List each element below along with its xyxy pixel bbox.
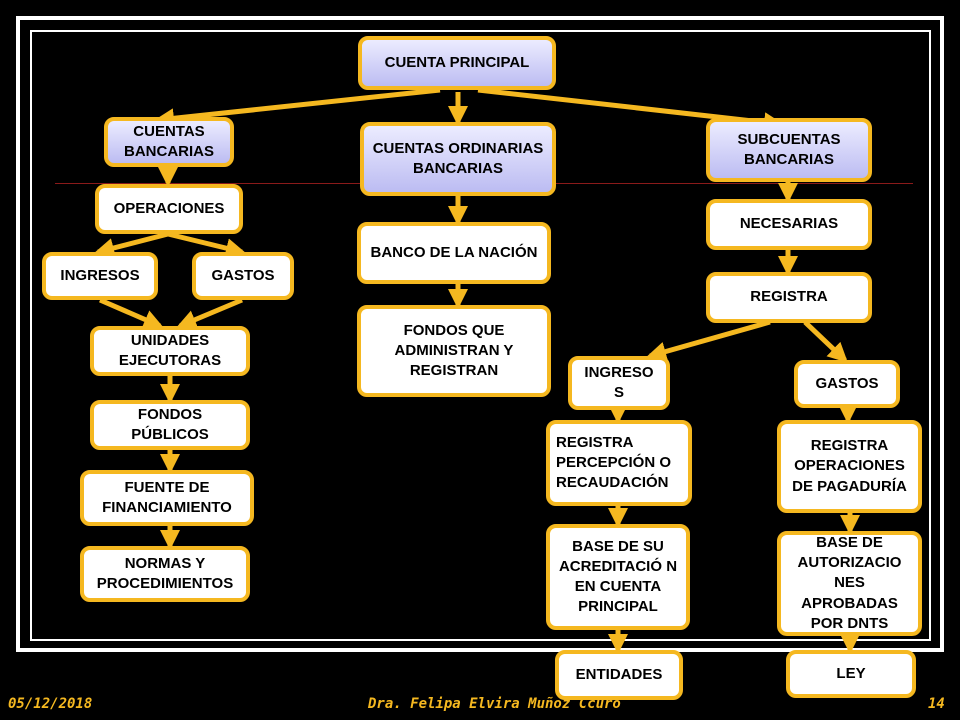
- node-ingresos-right: INGRESO S: [568, 356, 670, 410]
- arrow-operaciones-to-ingresos: [94, 231, 169, 258]
- node-banco-de-la-nacion: BANCO DE LA NACIÓN: [357, 222, 551, 284]
- node-fondos-publicos: FONDOS PÚBLICOS: [90, 400, 250, 450]
- node-base-autorizaciones: BASE DE AUTORIZACIO NES APROBADAS POR DN…: [777, 531, 922, 636]
- node-base-acreditacion: BASE DE SU ACREDITACIÓ N EN CUENTA PRINC…: [546, 524, 690, 630]
- node-cuentas-ordinarias-bancarias: CUENTAS ORDINARIAS BANCARIAS: [360, 122, 556, 196]
- node-unidades-ejecutoras: UNIDADES EJECUTORAS: [90, 326, 250, 376]
- footer-page-number: 14: [928, 696, 945, 712]
- node-subcuentas-bancarias: SUBCUENTAS BANCARIAS: [706, 118, 872, 182]
- footer-author: Dra. Felipa Elvira Muñoz Ccuro: [368, 696, 621, 712]
- node-registra-operaciones: REGISTRA OPERACIONES DE PAGADURÍA: [777, 420, 922, 513]
- slide-frame-outer: [16, 16, 944, 652]
- node-ingresos-left: INGRESOS: [42, 252, 158, 300]
- node-registra-percepcion: REGISTRA PERCEPCIÓN O RECAUDACIÓN: [546, 420, 692, 506]
- slide-frame-inner: [30, 30, 931, 641]
- arrow-root-to-cuentas-bancarias: [154, 87, 441, 129]
- footer-date: 05/12/2018: [8, 696, 93, 712]
- node-cuenta-principal: CUENTA PRINCIPAL: [358, 36, 556, 90]
- node-cuentas-bancarias: CUENTAS BANCARIAS: [104, 117, 234, 167]
- node-operaciones: OPERACIONES: [95, 184, 243, 234]
- node-gastos-right: GASTOS: [794, 360, 900, 408]
- node-fondos-administran: FONDOS QUE ADMINISTRAN Y REGISTRAN: [357, 305, 551, 397]
- node-registra: REGISTRA: [706, 272, 872, 323]
- node-gastos-left: GASTOS: [192, 252, 294, 300]
- node-normas-procedimientos: NORMAS Y PROCEDIMIENTOS: [80, 546, 250, 602]
- node-fuente-financiamiento: FUENTE DE FINANCIAMIENTO: [80, 470, 254, 526]
- arrow-registra-to-ingresos: [646, 319, 771, 362]
- arrow-gastos-to-unidades: [176, 297, 243, 330]
- arrow-registra-to-gastos: [803, 320, 848, 363]
- node-ley: LEY: [786, 650, 916, 698]
- node-necesarias: NECESARIAS: [706, 199, 872, 250]
- node-entidades: ENTIDADES: [555, 650, 683, 700]
- arrow-operaciones-to-gastos: [167, 231, 246, 258]
- arrow-ingresos-to-unidades: [99, 297, 164, 329]
